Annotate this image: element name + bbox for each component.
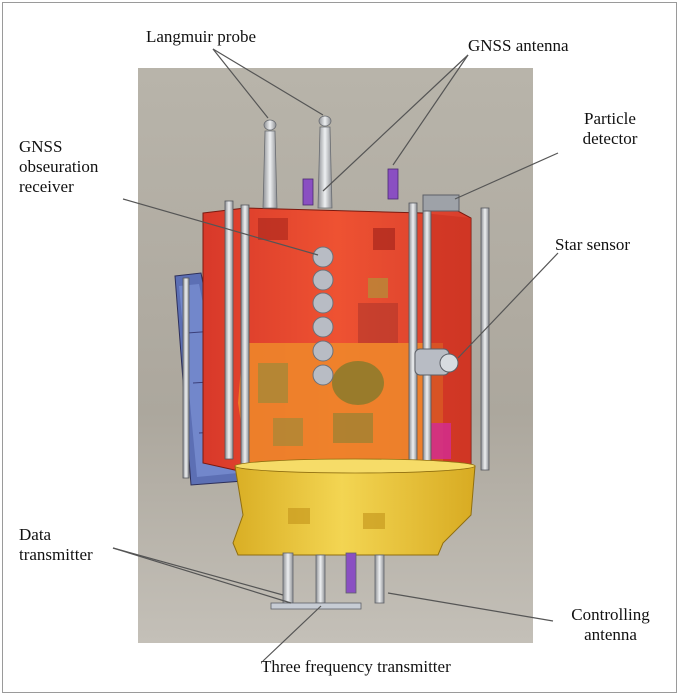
langmuir-probes <box>262 115 333 209</box>
label-gnss-antenna: GNSS antenna <box>468 36 569 55</box>
adapter-ring <box>232 458 476 556</box>
label-data-transmitter-line2: transmitter <box>19 545 93 564</box>
label-star-sensor: Star sensor <box>555 235 631 254</box>
particle-detector-unit <box>422 194 460 212</box>
receiver-disc-stack <box>312 246 334 386</box>
leader-lines <box>112 48 559 662</box>
label-gnss-receiver: GNSS obseuration receiver <box>19 137 139 197</box>
satellite-body <box>202 202 472 474</box>
label-gnss-receiver-line1: GNSS <box>19 137 63 156</box>
label-particle-detector-line2: detector <box>582 129 638 148</box>
label-particle-detector: Particle detector <box>565 109 655 149</box>
label-controlling-antenna: Controlling antenna <box>553 605 668 645</box>
star-sensor-unit <box>414 348 459 376</box>
label-gnss-receiver-line3: receiver <box>19 177 74 196</box>
satellite-diagram <box>112 48 559 662</box>
label-gnss-receiver-line2: obseuration <box>19 157 99 176</box>
gnss-antennas <box>302 168 399 206</box>
label-controlling-antenna-line1: Controlling <box>571 605 650 624</box>
label-langmuir-probe: Langmuir probe <box>146 27 256 46</box>
bottom-antennas <box>270 552 385 610</box>
label-data-transmitter-line1: Data <box>19 525 52 544</box>
label-data-transmitter: Data transmitter <box>19 525 129 565</box>
label-controlling-antenna-line2: antenna <box>584 625 637 644</box>
label-particle-detector-line1: Particle <box>584 109 636 128</box>
label-three-frequency-transmitter: Three frequency transmitter <box>261 657 451 676</box>
